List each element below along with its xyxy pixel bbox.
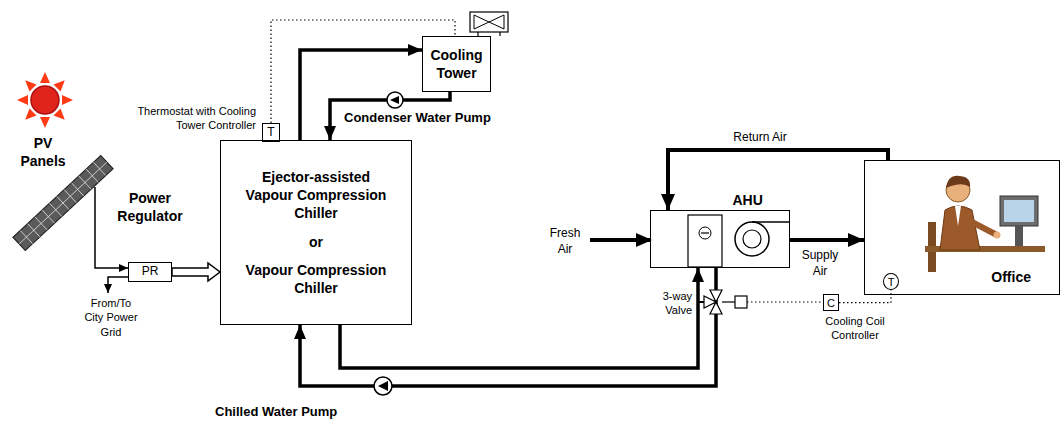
pump-symbol (378, 381, 388, 391)
pv-panel (13, 155, 113, 250)
pump-symbol (387, 92, 403, 108)
office-worker (994, 232, 1001, 239)
grid-wire (108, 277, 128, 293)
office-worker (1000, 196, 1038, 226)
valve-symbol (735, 296, 747, 308)
valve-label: 3-way Valve (646, 289, 692, 318)
supply-fan (752, 221, 789, 223)
cooling-tower-box: Cooling Tower (422, 36, 491, 92)
office-worker (1004, 200, 1034, 222)
chiller-box: Ejector-assisted Vapour Compression Chil… (220, 140, 412, 325)
pump-symbol (374, 377, 392, 395)
sun-icon (40, 72, 50, 83)
return-air-duct (668, 150, 888, 210)
node-text: T (888, 275, 895, 289)
office-worker (925, 176, 1045, 272)
grid-wire (108, 277, 128, 293)
sun-icon (17, 72, 73, 128)
panel-label: PV Panels (18, 134, 68, 170)
thermostat-circle: T (883, 273, 899, 290)
pv-wire (95, 187, 128, 268)
thermostat-label: Thermostat with Cooling Tower Controller (131, 104, 256, 133)
edge-label: Return Air (733, 130, 786, 146)
edge-label: Supply Air (797, 248, 843, 279)
node-text: PR (142, 264, 159, 280)
pump-label: Chilled Water Pump (215, 404, 337, 421)
thermostat-box: T (262, 123, 280, 142)
sun-icon (17, 95, 28, 105)
sun-icon (62, 95, 73, 105)
pv-wire (95, 187, 128, 268)
controller-box: C (823, 294, 839, 311)
office-worker (946, 176, 970, 188)
cooling-coil (688, 215, 722, 267)
node-text: Vapour Compression Chiller (241, 261, 391, 297)
pump-symbol (390, 96, 399, 104)
air-label: Fresh Air (545, 226, 585, 257)
supply-fan (743, 230, 761, 248)
valve-symbol (704, 296, 716, 308)
sun-icon (31, 86, 59, 114)
office-worker (955, 206, 961, 226)
pv-panel (13, 155, 113, 250)
office-worker (968, 220, 995, 234)
pump-label: Condenser Water Pump (344, 110, 491, 127)
node-heading: AHU (726, 192, 770, 210)
power-arrow (172, 263, 220, 281)
office-worker (1015, 226, 1023, 246)
chilled-water-pipe (300, 268, 716, 386)
condenser-pipe (300, 50, 422, 140)
control-signal-line (747, 301, 823, 302)
cooling-coil (701, 232, 709, 233)
control-signal-line (747, 302, 823, 303)
cooling-coil (699, 227, 711, 239)
tower-fan (474, 15, 504, 29)
supply-fan (735, 222, 769, 256)
node-text: C (827, 296, 835, 310)
tower-fan (470, 12, 508, 36)
pump-symbol (387, 92, 403, 108)
valve-symbol (698, 290, 747, 314)
control-signal-line (839, 290, 891, 302)
node-text: or (309, 233, 323, 251)
node-text: Cooling Tower (427, 46, 486, 82)
fresh-air-arrow (590, 240, 650, 241)
node-heading: Power Regulator (110, 190, 190, 225)
power-regulator-box: Power RegulatorPR (128, 262, 172, 282)
supply-air-duct (790, 238, 864, 242)
office-box: Office T (864, 160, 1060, 295)
office-worker (940, 206, 980, 250)
node-text: Office (991, 268, 1031, 286)
pv-panel (13, 155, 113, 250)
sun-icon (40, 117, 50, 128)
chilled-water-pipe (340, 268, 698, 368)
controller-label: Cooling Coil Controller (815, 314, 895, 343)
node-text: T (267, 125, 274, 141)
grid-label: From/To City Power Grid (80, 296, 142, 339)
tower-fan (470, 12, 508, 32)
fresh-air-arrow (590, 238, 650, 242)
cooling-coil (688, 215, 722, 267)
supply-fan (735, 222, 789, 256)
ahu-box: AHU (650, 210, 790, 268)
valve-symbol (722, 301, 735, 302)
pump-symbol (374, 377, 392, 395)
node-text: Ejector-assisted Vapour Compression Chil… (241, 168, 391, 223)
